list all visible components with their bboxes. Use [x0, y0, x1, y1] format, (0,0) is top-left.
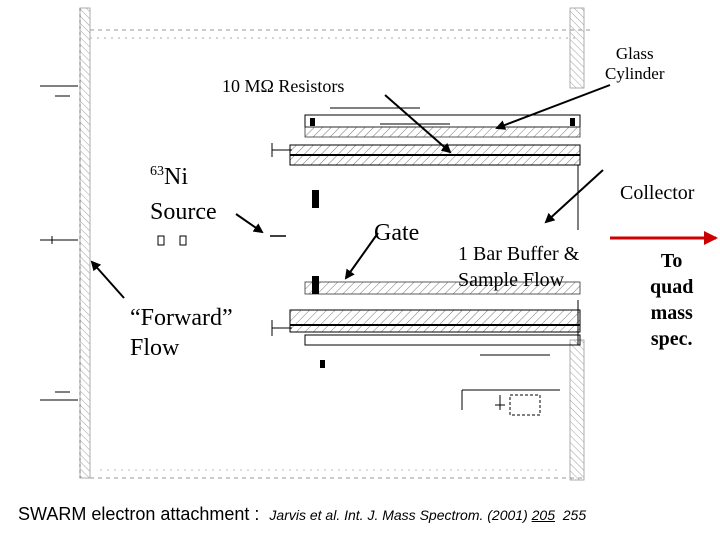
left-flow-markers — [40, 85, 78, 401]
forward-line1: “Forward” — [130, 305, 233, 331]
to-line1: To — [660, 250, 683, 272]
lower-electrode-stack — [271, 281, 581, 368]
buffer-line1: 1 Bar Buffer & — [458, 243, 580, 265]
forward-line2: Flow — [130, 335, 180, 361]
forward-flow-arrow — [90, 260, 125, 299]
circuit-box — [461, 389, 560, 416]
collector-label: Collector — [620, 182, 695, 204]
forward-flow-label: “Forward” Flow — [130, 303, 233, 363]
citation-authors: Jarvis et al. Int. J. Mass Spectrom. (20… — [269, 507, 532, 523]
gate-arrow — [344, 232, 379, 280]
glass-cylinder-arrow — [495, 84, 611, 130]
to-line2: quad — [650, 276, 694, 298]
source-label: Source — [150, 199, 217, 225]
citation-volume: 205 — [531, 507, 555, 523]
to-line4: spec. — [650, 328, 693, 350]
ni-label: 63Ni — [150, 164, 188, 191]
quad-mass-spec-label: To quad mass spec. — [650, 248, 693, 352]
glass-cylinder-line2: Cylinder — [605, 64, 665, 83]
gate-label: Gate — [374, 220, 420, 246]
collector-arrow — [544, 169, 604, 224]
glass-cylinder-label: Glass Cylinder — [605, 44, 665, 84]
footer: SWARM electron attachment : Jarvis et al… — [18, 504, 586, 525]
source-arrow — [235, 213, 264, 234]
upper-electrode-stack — [271, 107, 581, 166]
to-line3: mass — [650, 302, 693, 324]
gate-grid — [270, 190, 319, 294]
buffer-line2: Sample Flow — [458, 269, 565, 291]
annotation-arrows — [90, 84, 611, 299]
glass-cylinder-line1: Glass — [615, 44, 654, 63]
resistors-label: 10 MΩ Resistors — [222, 76, 345, 96]
buffer-flow-label: 1 Bar Buffer & Sample Flow — [458, 241, 579, 293]
ni-source — [157, 235, 187, 246]
ni-element: Ni — [164, 164, 188, 190]
footer-citation: Jarvis et al. Int. J. Mass Spectrom. (20… — [269, 507, 586, 523]
resistors-arrow — [384, 94, 452, 154]
citation-pages: 255 — [554, 507, 587, 523]
chamber-walls — [79, 7, 590, 481]
footer-title: SWARM electron attachment : — [18, 504, 260, 524]
ni-isotope-number: 63 — [150, 164, 164, 179]
